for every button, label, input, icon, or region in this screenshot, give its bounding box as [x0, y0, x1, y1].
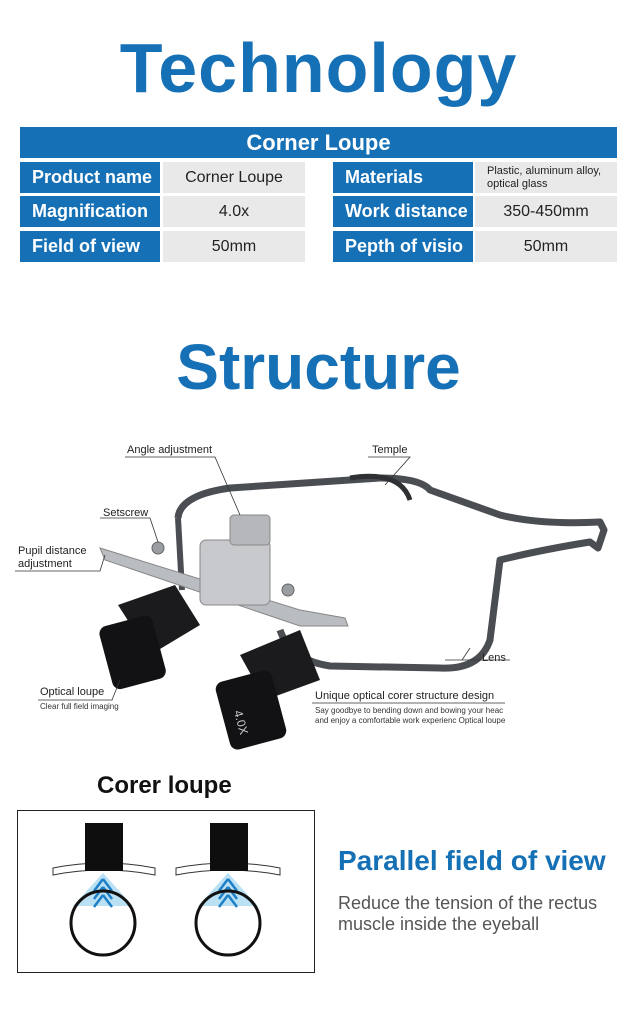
- eye-loupe-diagram: [52, 823, 281, 957]
- spec-value: 50mm: [163, 231, 305, 262]
- parallel-view-diagram: [17, 810, 315, 973]
- feature-description: Reduce the tension of the rectus muscle …: [338, 893, 598, 934]
- label-optical-loupe: Optical loupe: [40, 686, 105, 698]
- spec-value: Plastic, aluminum alloy, optical glass: [475, 162, 617, 193]
- label-unique-design: Unique optical corer structure design: [315, 690, 495, 702]
- label-lens: Lens: [482, 652, 506, 664]
- right-loupe: 4.0X: [215, 630, 320, 750]
- label-temple: Temple: [372, 444, 408, 456]
- spec-value: 350-450mm: [475, 196, 617, 227]
- loupe-glasses-illustration: 4.0X: [15, 456, 608, 750]
- spec-value: Corner Loupe: [163, 162, 305, 193]
- label-angle-adjustment: Angle adjustment: [127, 444, 212, 456]
- label-unique-design-sub: Say goodbye to bending down and bowing y…: [315, 706, 506, 725]
- eye-loupe-right: [175, 823, 281, 957]
- spec-label: Pepth of visio: [333, 231, 473, 262]
- label-setscrew: Setscrew: [103, 507, 149, 519]
- label-pupil-distance: Pupil distance adjustment: [18, 545, 87, 570]
- table-header: Corner Loupe: [20, 127, 617, 158]
- feature-title: Parallel field of view: [338, 845, 606, 876]
- label-optical-loupe-sub: Clear full field imaging: [40, 702, 119, 711]
- spec-label: Materials: [333, 162, 473, 193]
- magnification-mark: 4.0X: [231, 709, 251, 736]
- technology-title: Technology: [119, 29, 518, 107]
- spec-value: 50mm: [475, 231, 617, 262]
- diagram-title: Corer loupe: [97, 772, 232, 799]
- leader-lines: [15, 456, 510, 704]
- spec-label: Work distance: [333, 196, 473, 227]
- left-loupe: [99, 585, 200, 690]
- structure-title: Structure: [176, 331, 461, 403]
- spec-label: Product name: [20, 162, 160, 193]
- spec-label: Magnification: [20, 196, 160, 227]
- spec-label: Field of view: [20, 231, 160, 262]
- eye-loupe-left: [52, 823, 156, 957]
- spec-value: 4.0x: [163, 196, 305, 227]
